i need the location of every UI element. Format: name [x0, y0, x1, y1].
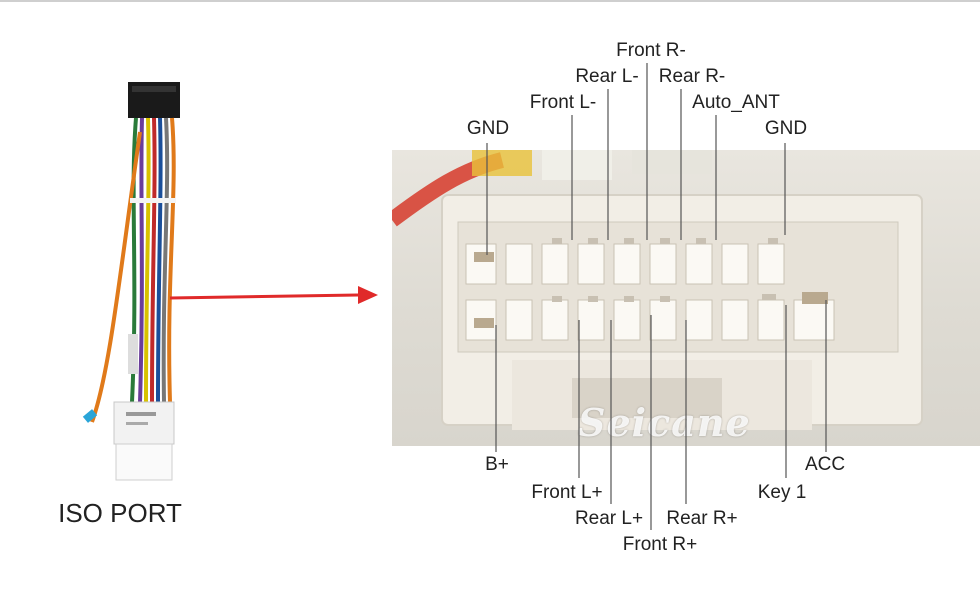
label-b-plus: B+: [485, 454, 509, 475]
label-rear-l-plus: Rear L+: [574, 508, 644, 529]
label-rear-l-minus: Rear L-: [575, 66, 639, 87]
label-front-l-plus: Front L+: [531, 482, 603, 503]
iso-harness-image: [82, 82, 180, 481]
label-front-l-minus: Front L-: [529, 92, 597, 113]
label-rear-r-minus: Rear R-: [658, 66, 726, 87]
label-acc: ACC: [804, 454, 846, 475]
top-divider: [0, 0, 980, 2]
watermark-logo: Seicane: [578, 400, 751, 445]
iso-port-title: ISO PORT: [58, 498, 182, 528]
label-gnd-right: GND: [764, 118, 808, 139]
pointer-arrow: [169, 286, 378, 304]
label-auto-ant: Auto_ANT: [692, 92, 780, 113]
label-key-1: Key 1: [757, 482, 807, 503]
label-front-r-plus: Front R+: [622, 534, 698, 555]
label-gnd-left: GND: [466, 118, 510, 139]
label-rear-r-plus: Rear R+: [666, 508, 738, 529]
connector-photo: Seicane: [392, 150, 980, 446]
label-front-r-minus: Front R-: [616, 40, 686, 61]
